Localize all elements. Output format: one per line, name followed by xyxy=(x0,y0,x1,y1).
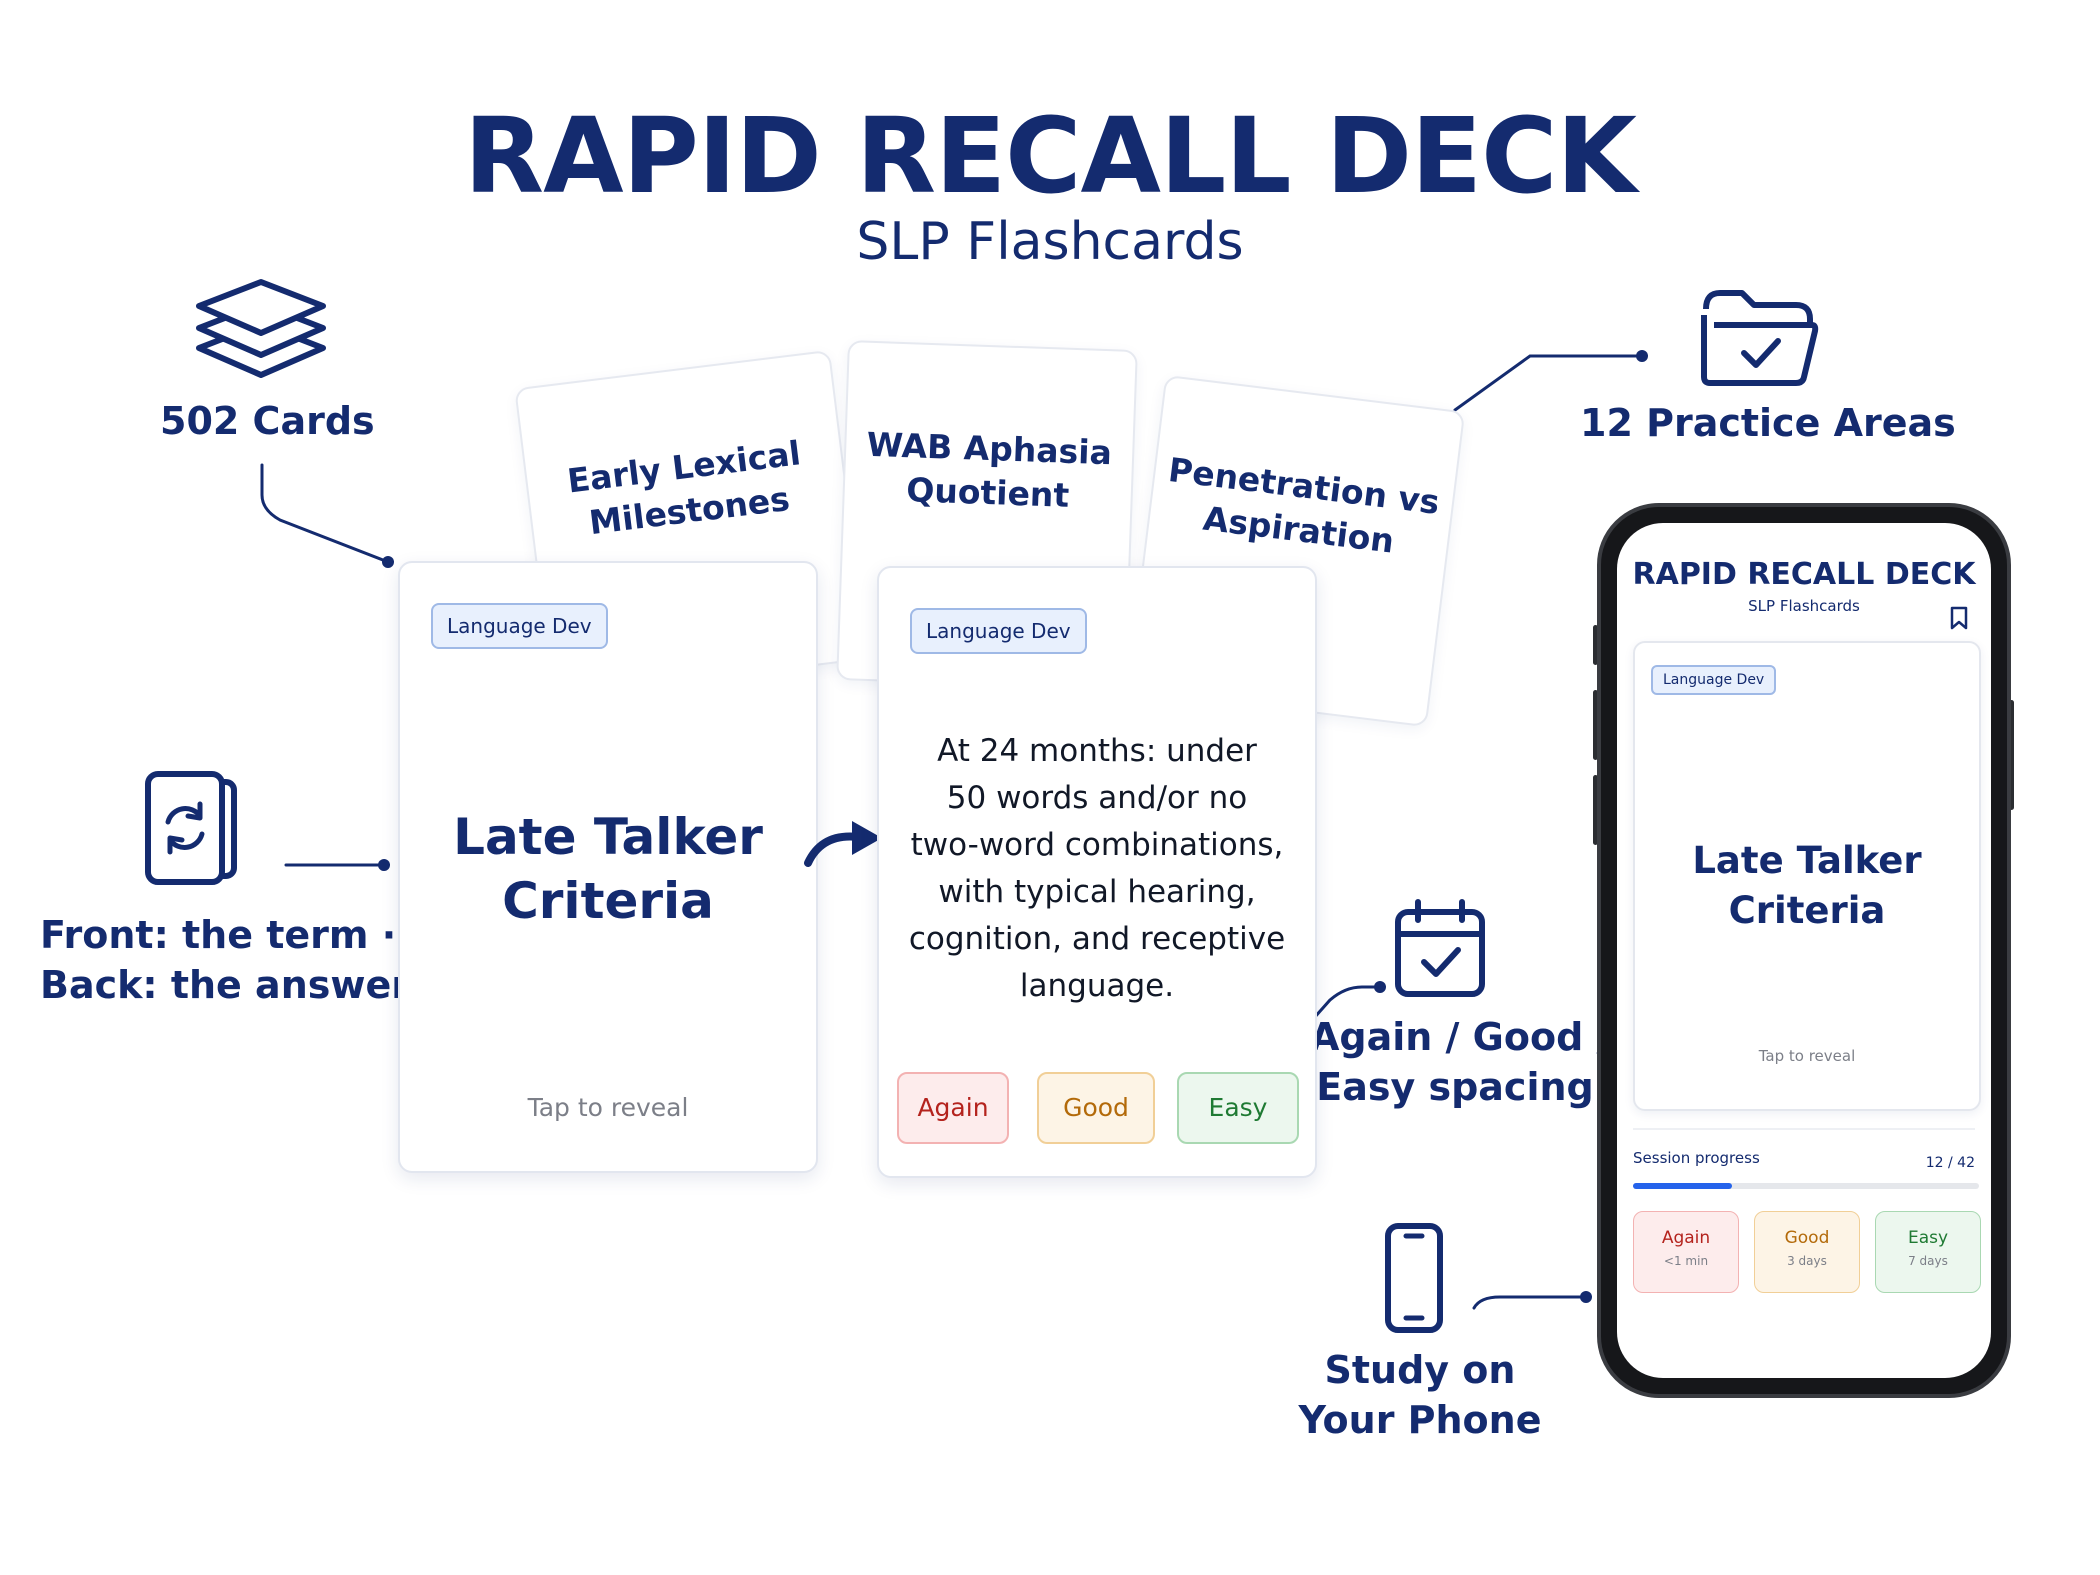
spacing-line1: Again / Good / xyxy=(1310,1015,1611,1059)
front-back-line2: Back: the answer xyxy=(40,963,410,1007)
phone-side-button xyxy=(1593,690,1598,760)
again-button[interactable]: Again xyxy=(897,1072,1009,1144)
good-button[interactable]: Good xyxy=(1037,1072,1155,1144)
flashcard-back[interactable]: Language Dev At 24 months: under 50 word… xyxy=(877,566,1317,1178)
phone-line1: Study on xyxy=(1324,1348,1516,1392)
connector-phone xyxy=(1472,1295,1588,1310)
phone-screen: RAPID RECALL DECK SLP Flashcards Languag… xyxy=(1617,523,1991,1378)
background-card-text: WAB Aphasia Quotient xyxy=(866,424,1113,515)
phone-tap-hint: Tap to reveal xyxy=(1758,1047,1856,1065)
phone-mockup: RAPID RECALL DECK SLP Flashcards Languag… xyxy=(1597,503,2011,1398)
page-subtitle: SLP Flashcards xyxy=(856,212,1244,272)
session-progress-label: Session progress xyxy=(1633,1149,1760,1167)
phone-line2: Your Phone xyxy=(1298,1398,1542,1442)
progress-fill xyxy=(1633,1183,1732,1189)
phone-app-subtitle: SLP Flashcards xyxy=(1748,597,1860,615)
phone-easy-button[interactable]: Easy 7 days xyxy=(1875,1211,1981,1293)
curved-arrow-icon xyxy=(804,821,882,867)
bookmark-icon[interactable] xyxy=(1949,605,1969,631)
page-title: RAPID RECALL DECK xyxy=(464,95,1637,217)
phone-again-button[interactable]: Again <1 min xyxy=(1633,1211,1739,1293)
calendar-check-icon xyxy=(1395,899,1485,997)
category-badge: Language Dev xyxy=(431,603,608,649)
background-card-text: Penetration vs Aspiration xyxy=(1166,450,1442,561)
front-back-line1: Front: the term · xyxy=(40,913,397,957)
spacing-line2: Easy spacing xyxy=(1316,1065,1594,1109)
phone-app-title: RAPID RECALL DECK xyxy=(1632,557,1976,592)
flashcard-front[interactable]: Language Dev Late Talker Criteria Tap to… xyxy=(398,561,818,1173)
connector-spacing xyxy=(1280,985,1382,1056)
phone-card-term: Late Talker Criteria xyxy=(1692,839,1922,932)
connector-cards xyxy=(260,463,390,564)
cards-count-label: 502 Cards xyxy=(160,399,375,443)
phone-category-badge: Language Dev xyxy=(1651,665,1777,695)
connector-practice xyxy=(1453,354,1644,412)
flip-card-icon xyxy=(145,771,237,885)
phone-icon xyxy=(1385,1223,1443,1333)
phone-side-button xyxy=(1593,625,1598,665)
front-back-label: Front: the term · Back: the answer xyxy=(40,910,410,1010)
connector-dot xyxy=(382,556,394,568)
connector-dot xyxy=(1374,981,1386,993)
spacing-label: Again / Good / Easy spacing xyxy=(1310,1012,1611,1112)
folder-check-icon xyxy=(1701,290,1819,386)
card-answer: At 24 months: under 50 words and/or no t… xyxy=(908,733,1286,1004)
easy-button[interactable]: Easy xyxy=(1177,1072,1299,1144)
connector-dot xyxy=(1580,1291,1592,1303)
phone-good-button[interactable]: Good 3 days xyxy=(1754,1211,1860,1293)
connector-dot xyxy=(378,859,390,871)
session-progress-count: 12 / 42 xyxy=(1925,1155,1975,1171)
category-badge: Language Dev xyxy=(910,608,1087,654)
phone-flashcard[interactable]: Language Dev Late Talker Criteria Tap to… xyxy=(1633,641,1981,1111)
card-term: Late Talker Criteria xyxy=(453,808,763,930)
phone-divider xyxy=(1633,1128,1975,1130)
tap-to-reveal-hint: Tap to reveal xyxy=(527,1093,689,1122)
phone-side-button xyxy=(1593,775,1598,845)
connector-dot xyxy=(1636,350,1648,362)
stack-icon xyxy=(196,279,326,378)
phone-label: Study on Your Phone xyxy=(1290,1345,1550,1445)
progress-track xyxy=(1633,1183,1979,1189)
background-card-text: Early Lexical Milestones xyxy=(565,433,803,543)
practice-areas-label: 12 Practice Areas xyxy=(1580,401,1956,445)
phone-side-button xyxy=(2009,700,2014,810)
